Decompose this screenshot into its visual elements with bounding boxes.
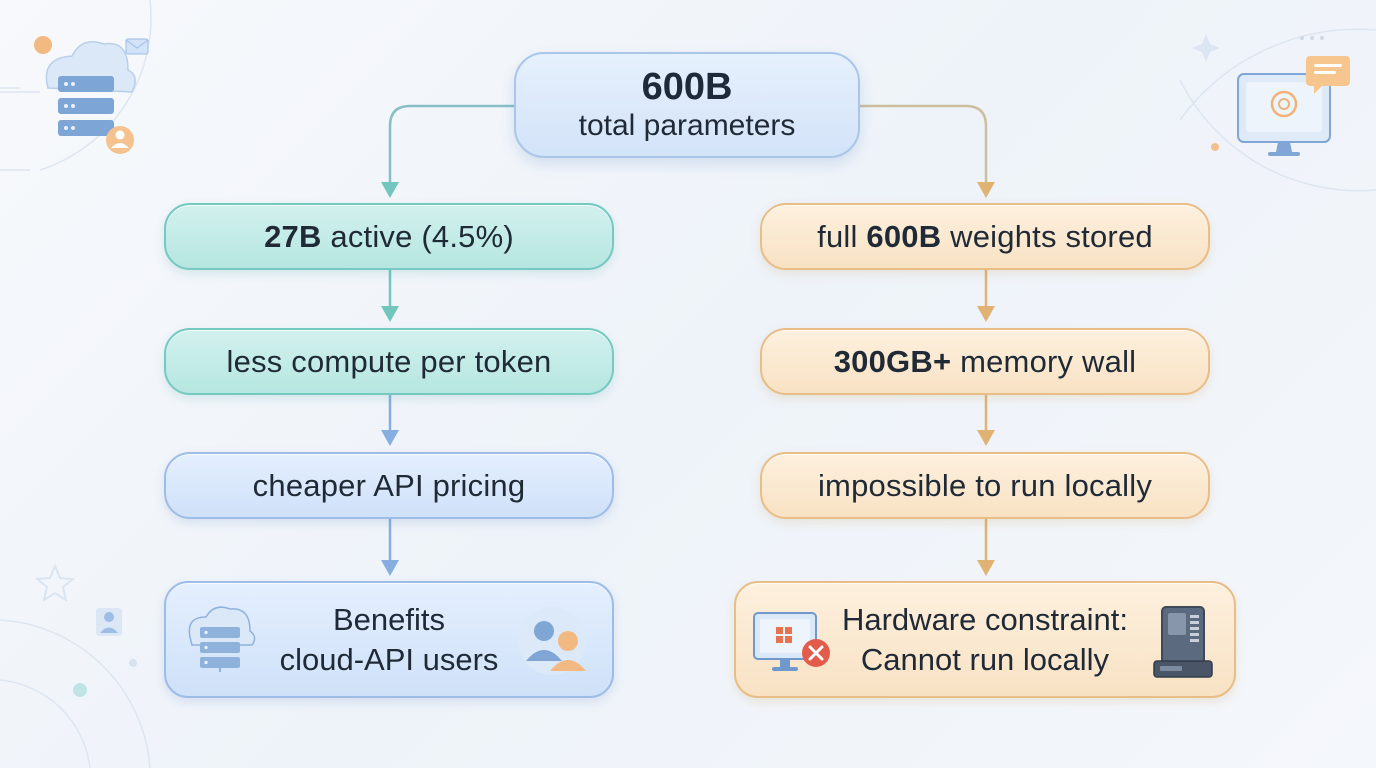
active-label: active (4.5%) [321,218,514,254]
star-outline-icon [34,563,76,603]
full-weights-post: weights stored [941,218,1153,254]
dot-icon [34,36,52,54]
arrow-left-3 [381,560,399,576]
connector-right [860,104,988,184]
arrow-right-2 [977,430,995,446]
cheaper-pricing-node: cheaper API pricing [164,452,614,519]
active-parameters-node: 27B active (4.5%) [164,203,614,270]
active-value: 27B [264,218,322,254]
total-parameters-node: 600B total parameters [514,52,860,158]
monitor-chat-icon [1237,56,1350,156]
users-icon [518,607,586,675]
server-tower-icon [1153,606,1213,678]
full-weights-value: 600B [866,218,942,254]
mail-icon [125,38,149,55]
benefits-node: Benefits cloud-API users [164,581,614,698]
hardware-line2: Cannot run locally [860,641,1110,677]
monitor-error-icon [753,612,830,671]
sparkle-icon [1192,34,1220,62]
benefits-line2: cloud-API users [279,641,499,677]
total-parameters-value: 600B [641,66,733,108]
benefits-line1: Benefits [332,601,445,637]
total-parameters-label: total parameters [578,109,796,142]
full-weights-pre: full [817,218,867,254]
memory-value: 300GB+ [833,343,952,379]
arrow-right-1 [977,306,995,322]
impossible-locally-label: impossible to run locally [817,467,1153,503]
arrow-left-2 [381,430,399,446]
memory-wall-node: 300GB+ memory wall [760,328,1210,395]
cheaper-pricing-label: cheaper API pricing [252,467,526,503]
person-card-icon [96,608,122,636]
cloud-server-icon [45,41,136,136]
arrow-right-3 [977,560,995,576]
less-compute-node: less compute per token [164,328,614,395]
hardware-constraint-node: Hardware constraint: Cannot run locally [734,581,1236,698]
impossible-locally-node: impossible to run locally [760,452,1210,519]
full-weights-node: full 600B weights stored [760,203,1210,270]
connector-left [388,104,514,184]
less-compute-label: less compute per token [226,343,552,379]
user-icon [106,126,134,154]
hardware-line1: Hardware constraint: [841,601,1128,637]
memory-label: memory wall [951,343,1137,379]
cloud-server-icon [188,606,256,672]
arrow-left-1 [381,306,399,322]
